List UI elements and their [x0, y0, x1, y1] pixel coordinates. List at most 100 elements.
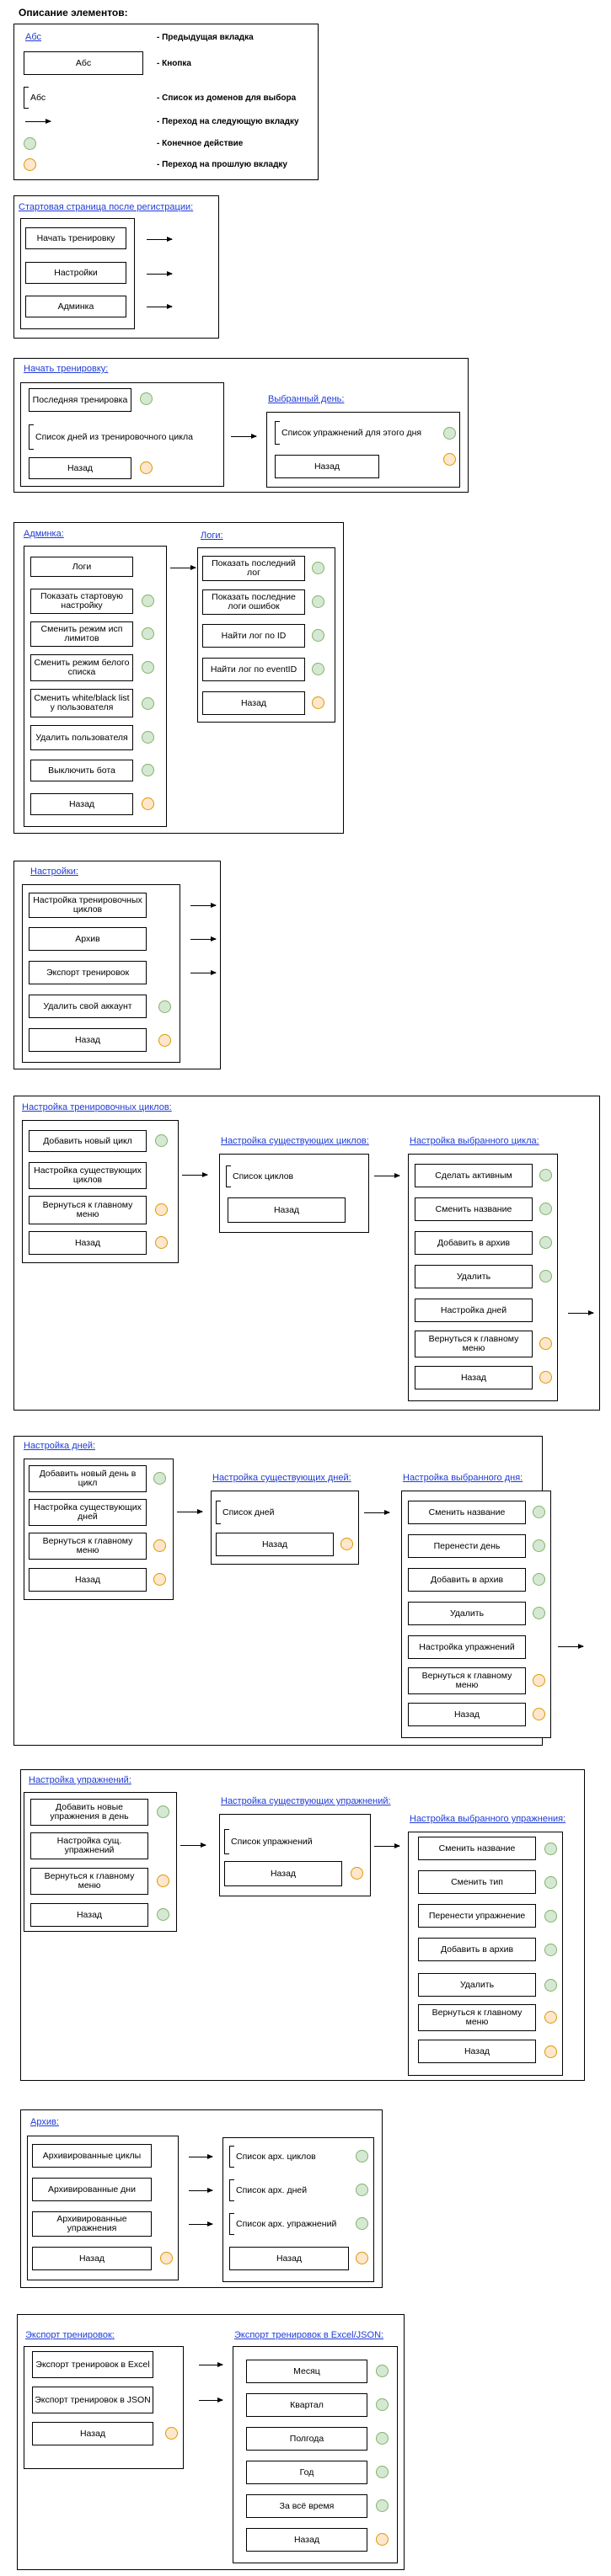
export-json-button[interactable]: Экспорт тренировок в JSON	[32, 2387, 153, 2413]
cycles-list[interactable]: Список циклов	[226, 1165, 351, 1187]
add-exercises-button[interactable]: Добавить новые упражнения в день	[30, 1799, 148, 1826]
days-main-menu-button[interactable]: Вернуться к главному меню	[29, 1533, 147, 1560]
archived-cycles-list[interactable]: Список арх. циклов	[229, 2146, 362, 2168]
move-exercise-button[interactable]: Перенести упражнение	[418, 1904, 536, 1928]
archive-cycle-button[interactable]: Добавить в архив	[415, 1231, 533, 1255]
archived-exercises-list[interactable]: Список арх. упражнений	[229, 2213, 362, 2235]
rename-exercise-button[interactable]: Сменить название	[418, 1837, 536, 1860]
exercises-main-menu-button[interactable]: Вернуться к главному меню	[30, 1868, 148, 1895]
change-type-button[interactable]: Сменить тип	[418, 1870, 536, 1894]
days-list-existing[interactable]: Список дней	[216, 1501, 340, 1524]
existing-cycles-button[interactable]: Настройка существующих циклов	[29, 1162, 147, 1189]
error-logs-button[interactable]: Показать последние логи ошибок	[202, 589, 305, 615]
start-training-button[interactable]: Начать тренировку	[25, 227, 126, 249]
export-button[interactable]: Экспорт тренировок	[29, 961, 147, 984]
chosen-day-back-button[interactable]: Назад	[275, 455, 379, 478]
admin-title[interactable]: Админка:	[24, 529, 64, 539]
start-title[interactable]: Стартовая страница после регистрации:	[19, 202, 194, 212]
export-halfyear-button[interactable]: Полгода	[246, 2427, 367, 2451]
admin-button[interactable]: Админка	[25, 296, 126, 317]
export-quarter-button[interactable]: Квартал	[246, 2393, 367, 2417]
export-chosen-title[interactable]: Экспорт тренировок в Excel/JSON:	[234, 2330, 384, 2340]
add-day-button[interactable]: Добавить новый день в цикл	[29, 1465, 147, 1492]
training-back-button[interactable]: Назад	[29, 457, 131, 479]
existing-exercises-button[interactable]: Настройка сущ. упражнений	[30, 1832, 148, 1859]
existing-cycles-title[interactable]: Настройка существующих циклов:	[221, 1136, 369, 1146]
archive-day-button[interactable]: Добавить в архив	[408, 1568, 526, 1592]
existing-days-title[interactable]: Настройка существующих дней:	[212, 1473, 351, 1483]
archive-lists-back-button[interactable]: Назад	[229, 2247, 349, 2270]
chosen-day-settings-back-button[interactable]: Назад	[408, 1703, 526, 1726]
cycles-back-button[interactable]: Назад	[29, 1231, 147, 1255]
log-by-id-button[interactable]: Найти лог по ID	[202, 624, 305, 648]
show-start-settings-button[interactable]: Показать стартовую настройку	[30, 589, 133, 614]
archive-exercise-button[interactable]: Добавить в архив	[418, 1938, 536, 1961]
logs-back-button[interactable]: Назад	[202, 691, 305, 715]
add-cycle-button[interactable]: Добавить новый цикл	[29, 1130, 147, 1152]
limits-mode-button[interactable]: Сменить режим исп лимитов	[30, 621, 133, 647]
settings-title[interactable]: Настройки:	[30, 867, 78, 877]
existing-days-button[interactable]: Настройка существующих дней	[29, 1499, 147, 1526]
days-back-button[interactable]: Назад	[29, 1568, 147, 1592]
export-alltime-button[interactable]: За всё время	[246, 2494, 367, 2518]
chosen-exercise-main-menu-button[interactable]: Вернуться к главному меню	[418, 2004, 536, 2031]
archive-title[interactable]: Архив:	[30, 2117, 59, 2127]
admin-back-button[interactable]: Назад	[30, 793, 133, 815]
archived-exercises-button[interactable]: Архивированные упражнения	[32, 2211, 152, 2237]
archived-cycles-button[interactable]: Архивированные циклы	[32, 2144, 152, 2168]
existing-cycles-back-button[interactable]: Назад	[228, 1197, 346, 1223]
chosen-exercise-title[interactable]: Настройка выбранного упражнения:	[410, 1814, 566, 1824]
log-by-eventid-button[interactable]: Найти лог по eventID	[202, 658, 305, 681]
archived-days-list[interactable]: Список арх. дней	[229, 2179, 362, 2201]
make-active-button[interactable]: Сделать активным	[415, 1164, 533, 1187]
chosen-cycle-back-button[interactable]: Назад	[415, 1366, 533, 1389]
move-day-button[interactable]: Перенести день	[408, 1534, 526, 1558]
days-title[interactable]: Настройка дней:	[24, 1441, 96, 1451]
settings-button[interactable]: Настройки	[25, 262, 126, 284]
chosen-day-title[interactable]: Выбранный день:	[268, 394, 345, 404]
chosen-exercise-back-button[interactable]: Назад	[418, 2040, 536, 2063]
exercises-settings-button[interactable]: Настройка упражнений	[408, 1635, 526, 1659]
export-title[interactable]: Экспорт тренировок:	[25, 2330, 115, 2340]
chosen-day-main-menu-button[interactable]: Вернуться к главному меню	[408, 1667, 526, 1694]
export-back-button[interactable]: Назад	[32, 2422, 153, 2445]
exercises-back-button[interactable]: Назад	[30, 1903, 148, 1927]
logs-title[interactable]: Логи:	[201, 531, 223, 541]
rename-cycle-button[interactable]: Сменить название	[415, 1197, 533, 1221]
delete-exercise-button[interactable]: Удалить	[418, 1973, 536, 1997]
whitelist-mode-button[interactable]: Сменить режим белого списка	[30, 654, 133, 681]
days-list[interactable]: Список дней из тренировочного цикла	[29, 424, 222, 450]
rename-day-button[interactable]: Сменить название	[408, 1501, 526, 1524]
archived-days-button[interactable]: Архивированные дни	[32, 2178, 152, 2201]
archive-button[interactable]: Архив	[29, 927, 147, 951]
existing-days-back-button[interactable]: Назад	[216, 1533, 334, 1556]
archive-back-button[interactable]: Назад	[32, 2247, 152, 2270]
user-list-button[interactable]: Сменить white/black list у пользователя	[30, 689, 133, 717]
delete-cycle-button[interactable]: Удалить	[415, 1265, 533, 1288]
delete-user-button[interactable]: Удалить пользователя	[30, 725, 133, 750]
cycles-main-menu-button[interactable]: Вернуться к главному меню	[29, 1196, 147, 1224]
existing-exercises-back-button[interactable]: Назад	[224, 1861, 342, 1886]
exercises-title[interactable]: Настройка упражнений:	[29, 1775, 131, 1785]
chosen-day-settings-title[interactable]: Настройка выбранного дня:	[403, 1473, 523, 1483]
export-excel-button[interactable]: Экспорт тренировок в Excel	[32, 2351, 153, 2378]
delete-day-button[interactable]: Удалить	[408, 1602, 526, 1625]
chosen-cycle-title[interactable]: Настройка выбранного цикла:	[410, 1136, 539, 1146]
last-training-button[interactable]: Последняя тренировка	[29, 388, 131, 412]
shutdown-bot-button[interactable]: Выключить бота	[30, 760, 133, 781]
export-month-button[interactable]: Месяц	[246, 2360, 367, 2383]
export-chosen-back-button[interactable]: Назад	[246, 2528, 367, 2552]
chosen-cycle-main-menu-button[interactable]: Вернуться к главному меню	[415, 1331, 533, 1357]
exercises-list-existing[interactable]: Список упражнений	[224, 1829, 349, 1854]
existing-exercises-title[interactable]: Настройка существующих упражнений:	[221, 1796, 391, 1806]
cycles-title[interactable]: Настройка тренировочных циклов:	[22, 1102, 172, 1112]
last-log-button[interactable]: Показать последний лог	[202, 556, 305, 581]
delete-account-button[interactable]: Удалить свой аккаунт	[29, 995, 147, 1018]
exercises-list[interactable]: Список упражнений для этого дня	[275, 421, 447, 445]
days-settings-button[interactable]: Настройка дней	[415, 1299, 533, 1322]
export-year-button[interactable]: Год	[246, 2461, 367, 2484]
training-title[interactable]: Начать тренировку:	[24, 364, 109, 374]
logs-button[interactable]: Логи	[30, 557, 133, 577]
cycles-settings-button[interactable]: Настройка тренировочных циклов	[29, 893, 147, 918]
settings-back-button[interactable]: Назад	[29, 1028, 147, 1052]
